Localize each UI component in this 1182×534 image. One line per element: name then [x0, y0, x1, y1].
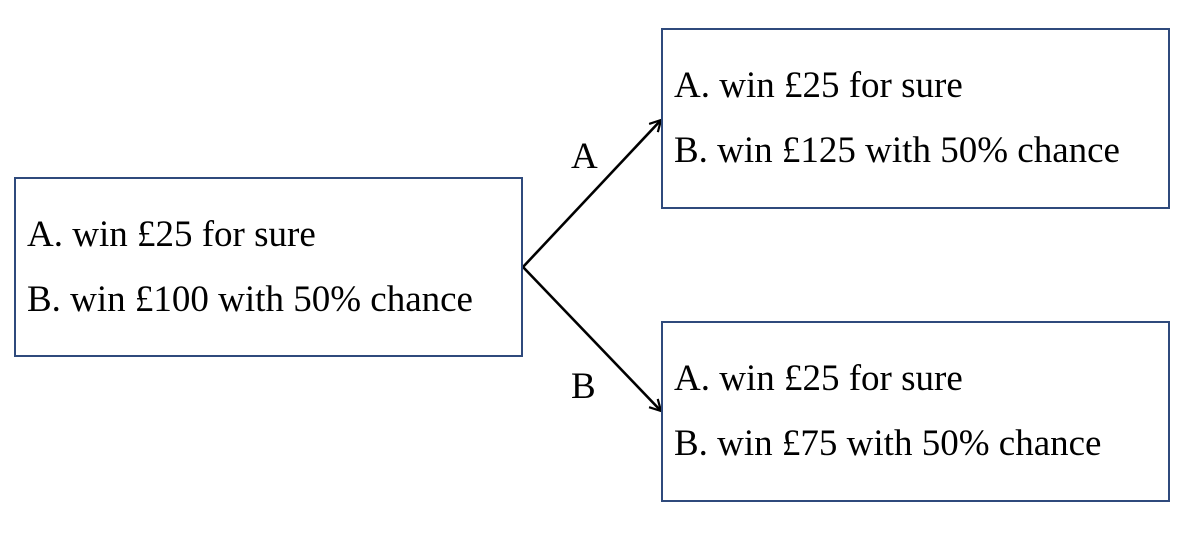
start-option-a: A. win £25 for sure [27, 214, 316, 255]
after-b-choice-box: A. win £25 for sure B. win £75 with 50% … [661, 321, 1170, 502]
after-a-option-b: B. win £125 with 50% chance [674, 130, 1120, 171]
after-b-option-b: B. win £75 with 50% chance [674, 423, 1102, 464]
start-option-b: B. win £100 with 50% chance [27, 279, 473, 320]
start-choice-box: A. win £25 for sure B. win £100 with 50%… [14, 177, 523, 357]
after-a-choice-box: A. win £25 for sure B. win £125 with 50%… [661, 28, 1170, 209]
edge-label-a: A [571, 136, 598, 177]
arrow-b [522, 266, 661, 411]
after-a-option-a: A. win £25 for sure [674, 65, 963, 106]
after-b-option-a: A. win £25 for sure [674, 358, 963, 399]
edge-label-b: B [571, 366, 596, 407]
arrow-a [522, 120, 661, 268]
